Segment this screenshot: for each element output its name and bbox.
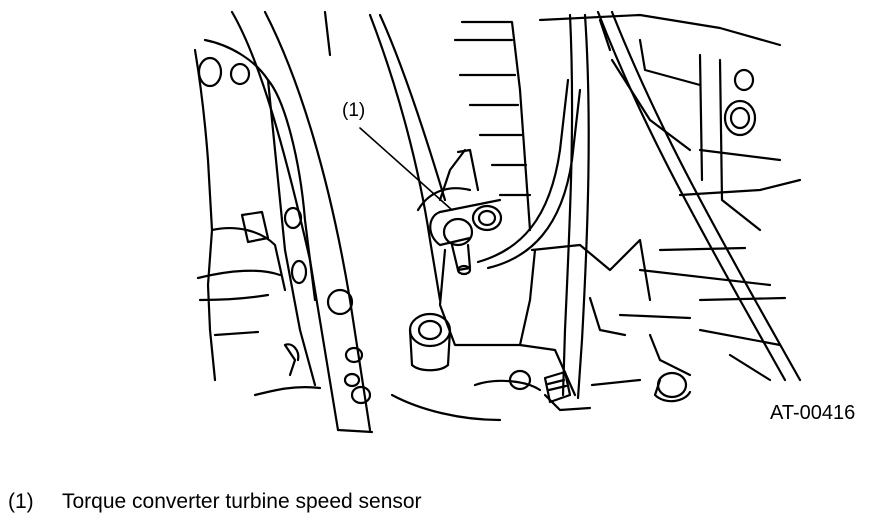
turbine-speed-sensor — [416, 148, 503, 276]
case-edges — [230, 10, 447, 434]
valve-body — [390, 148, 652, 422]
wiring-harness — [476, 10, 802, 400]
legend-text: Torque converter turbine speed sensor — [62, 490, 422, 513]
left-housing — [193, 38, 322, 397]
harness-connector — [543, 370, 572, 404]
legend-item: (1) Torque converter turbine speed sensor — [8, 490, 422, 514]
callout-label: (1) — [342, 100, 366, 121]
figure-id: AT-00416 — [770, 402, 856, 424]
transmission-line-drawing — [193, 10, 802, 434]
ribbed-case — [453, 13, 802, 382]
legend-number: (1) — [8, 490, 34, 513]
callout-leader — [359, 127, 453, 211]
bolt-bosses — [326, 68, 757, 405]
